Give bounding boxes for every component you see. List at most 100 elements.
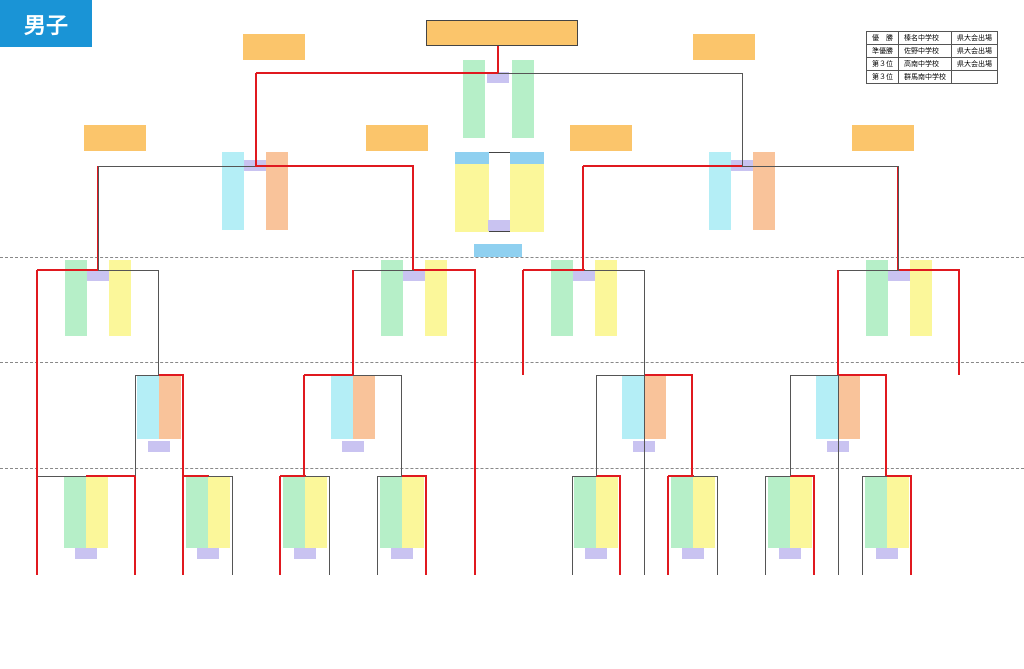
qualification-row: 第３位高南中学校県大会出場 <box>866 57 998 71</box>
quarter-right-score <box>909 260 932 336</box>
bracket-line <box>898 269 960 271</box>
bracket-line <box>37 476 86 477</box>
semi-pill <box>852 125 914 151</box>
final-left-pill <box>243 34 305 60</box>
round1-right-score <box>207 476 230 548</box>
qualification-cell <box>951 70 998 84</box>
qualification-cell: 群馬南中学校 <box>898 70 952 84</box>
semi-left-score <box>222 152 244 230</box>
final-match-code <box>487 72 509 83</box>
bracket-line <box>813 476 815 575</box>
bracket-line <box>255 165 414 167</box>
bracket-line <box>182 476 184 575</box>
bracket-line <box>789 475 815 477</box>
bracket-line <box>401 475 427 477</box>
final-left-score <box>463 60 485 138</box>
qualification-cell: 県大会出場 <box>951 44 998 58</box>
qualification-row: 優 勝榛名中学校県大会出場 <box>866 31 998 45</box>
bracket-line <box>135 375 136 476</box>
round1-left-score <box>670 476 693 548</box>
quarter-match-code <box>572 270 595 281</box>
round1-match-code <box>75 548 97 559</box>
quarter-right-score <box>425 260 447 336</box>
round1-left-score <box>185 476 208 548</box>
bracket-line <box>159 374 184 376</box>
semi-pill <box>366 125 428 151</box>
bracket-line <box>885 375 887 476</box>
bracket-line <box>862 476 887 477</box>
bracket-line <box>353 270 414 271</box>
round1-right-score <box>692 476 715 548</box>
semi-right-score <box>266 152 288 230</box>
qualification-cell: 優 勝 <box>866 31 899 45</box>
semi-pill <box>84 125 146 151</box>
semi-left-score <box>709 152 731 230</box>
bracket-line <box>304 374 354 376</box>
bracket-line <box>619 476 621 575</box>
third-match-code <box>488 220 510 231</box>
round1-match-code <box>778 548 801 559</box>
bracket-line <box>583 165 743 167</box>
bracket-line <box>644 374 693 376</box>
round-separator <box>0 362 1024 363</box>
bracket-line <box>279 476 281 575</box>
bracket-line <box>134 476 136 575</box>
bracket-line <box>838 374 887 376</box>
round1-left-score <box>864 476 887 548</box>
round1-match-code <box>681 548 704 559</box>
bracket-line <box>97 270 158 271</box>
bracket-line <box>523 269 585 271</box>
bracket-line <box>304 476 329 477</box>
qualification-cell: 準優勝 <box>866 44 899 58</box>
bracket-line <box>790 375 838 376</box>
bracket-line <box>837 270 839 375</box>
round1-right-score <box>596 476 618 548</box>
bracket-line <box>838 270 839 575</box>
bracket-line <box>644 270 645 575</box>
quarter-left-score <box>64 260 87 336</box>
bracket-line <box>691 375 693 476</box>
bracket-line <box>377 476 378 575</box>
round1-match-code <box>196 548 219 559</box>
bracket-line <box>596 375 597 476</box>
round2-right-score <box>159 375 181 439</box>
final-right-score <box>512 60 534 138</box>
qualification-cell: 榛名中学校 <box>898 31 952 45</box>
quarter-match-code <box>887 270 910 281</box>
round1-left-score <box>282 476 305 548</box>
bracket-line <box>425 476 427 575</box>
bracket-line <box>838 270 899 271</box>
third-winner <box>474 244 522 257</box>
bracket-line <box>790 375 791 476</box>
round2-left-score <box>137 375 159 439</box>
bracket-line <box>352 270 354 375</box>
quarter-left-score <box>381 260 403 336</box>
bracket-line <box>352 375 401 376</box>
round-separator <box>0 468 1024 469</box>
bracket-line <box>583 270 644 271</box>
bracket-line <box>37 269 99 271</box>
bracket-line <box>667 476 669 575</box>
bracket-line <box>898 166 899 270</box>
bracket-line <box>377 476 402 477</box>
qualification-cell: 県大会出場 <box>951 57 998 71</box>
bracket-line <box>182 375 184 476</box>
bracket-line <box>582 166 584 270</box>
third-right-col <box>510 164 544 232</box>
quarter-right-score <box>594 260 617 336</box>
bracket-line <box>256 72 499 74</box>
bracket-line <box>910 476 912 575</box>
quarter-right-score <box>108 260 131 336</box>
qualification-cell: 佐野中学校 <box>898 44 952 58</box>
round2-left-score <box>622 375 644 439</box>
round2-left-score <box>816 375 838 439</box>
bracket-line <box>886 475 912 477</box>
bracket-line <box>522 270 524 375</box>
bracket-line <box>412 166 414 270</box>
bracket-line <box>572 476 596 477</box>
bracket-line <box>329 476 330 575</box>
qualification-table: 優 勝榛名中学校県大会出場準優勝佐野中学校県大会出場第３位高南中学校県大会出場第… <box>866 31 998 84</box>
bracket-line <box>98 166 99 270</box>
champion-box <box>426 20 578 46</box>
